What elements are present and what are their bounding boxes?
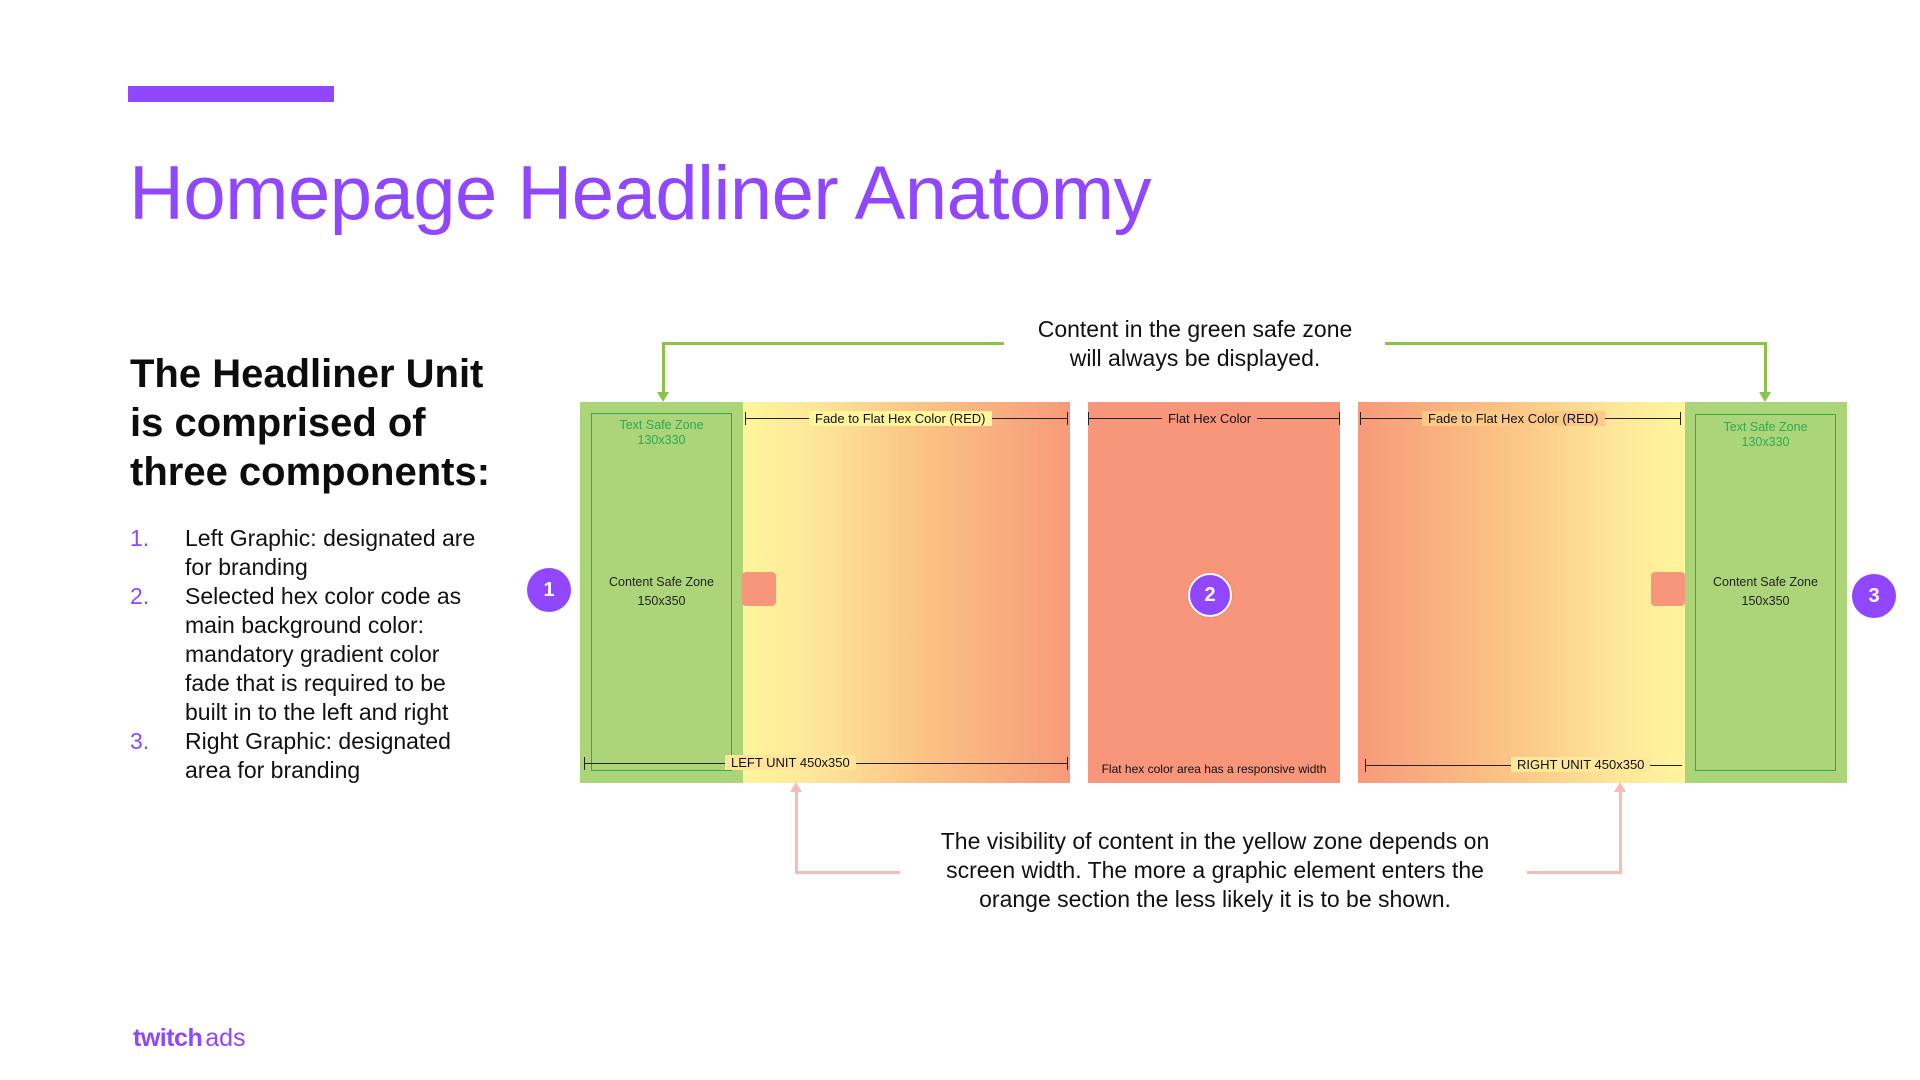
- list-number: 1.: [130, 525, 150, 551]
- logo-suffix: ads: [205, 1024, 246, 1052]
- center-flat-label: Flat Hex Color: [1162, 411, 1258, 426]
- right-gradient-zone: [1358, 402, 1685, 783]
- left-text-safe-zone-label: Text Safe Zone 130x330: [591, 418, 732, 448]
- content-safe-zone-size: 150x350: [1741, 594, 1790, 608]
- green-connector-left-horizontal: [662, 342, 1004, 345]
- list-text-line: main background color:: [185, 612, 425, 638]
- list-text-line: fade that is required to be: [185, 670, 446, 696]
- bottom-callout-line: screen width. The more a graphic element…: [946, 857, 1484, 883]
- left-gradient-zone: [743, 402, 1070, 783]
- intro-heading-line: is comprised of: [130, 401, 426, 445]
- list-text-line: area for branding: [185, 757, 361, 783]
- list-item: 2. Selected hex color code as main backg…: [130, 582, 510, 727]
- pink-connector-right-horizontal: [1527, 871, 1622, 874]
- right-graphic-marker: [1651, 572, 1685, 606]
- left-unit-label: LEFT UNIT 450x350: [725, 755, 856, 770]
- list-number: 2.: [130, 583, 150, 609]
- list-text-line: built in to the left and right: [185, 699, 449, 725]
- center-note: Flat hex color area has a responsive wid…: [1101, 762, 1327, 776]
- top-callout-line: will always be displayed.: [1069, 345, 1321, 371]
- bottom-callout-line: The visibility of content in the yellow …: [940, 828, 1490, 854]
- content-safe-zone-title: Content Safe Zone: [1713, 575, 1818, 589]
- badge-3: 3: [1852, 574, 1896, 618]
- left-text-safe-box: [591, 413, 732, 771]
- text-safe-zone-size: 130x330: [637, 433, 686, 447]
- bottom-callout: The visibility of content in the yellow …: [905, 827, 1525, 914]
- page-title: Homepage Headliner Anatomy: [129, 151, 1152, 236]
- left-content-safe-zone-label: Content Safe Zone 150x350: [591, 573, 732, 611]
- list-text-line: Left Graphic: designated are: [185, 525, 476, 551]
- left-graphic-marker: [742, 572, 776, 606]
- pink-connector-left-vertical: [795, 790, 798, 874]
- list-text-line: mandatory gradient color: [185, 641, 440, 667]
- dimension-tick: [1339, 412, 1340, 425]
- list-text-line: Right Graphic: designated: [185, 728, 451, 754]
- right-text-safe-box: [1695, 414, 1836, 771]
- text-safe-zone-size: 130x330: [1741, 435, 1790, 449]
- pink-connector-left-horizontal: [795, 871, 900, 874]
- list-item: 3. Right Graphic: designated area for br…: [130, 727, 510, 785]
- right-text-safe-zone-label: Text Safe Zone 130x330: [1695, 420, 1836, 450]
- right-fade-label: Fade to Flat Hex Color (RED): [1422, 411, 1605, 426]
- green-arrow-right: [1759, 392, 1771, 402]
- right-content-safe-zone-label: Content Safe Zone 150x350: [1695, 573, 1836, 611]
- content-safe-zone-title: Content Safe Zone: [609, 575, 714, 589]
- top-callout-line: Content in the green safe zone: [1037, 316, 1353, 342]
- green-arrow-left: [657, 392, 669, 402]
- pink-arrow-right: [1614, 782, 1626, 792]
- badge-1: 1: [527, 568, 571, 612]
- green-connector-right-horizontal: [1385, 342, 1767, 345]
- list-item: 1. Left Graphic: designated are for bran…: [130, 524, 510, 582]
- list-text-line: for branding: [185, 554, 308, 580]
- green-connector-left-vertical: [662, 342, 665, 394]
- dimension-tick: [1680, 412, 1681, 425]
- intro-heading: The Headliner Unit is comprised of three…: [130, 350, 530, 497]
- components-list: 1. Left Graphic: designated are for bran…: [130, 524, 510, 785]
- list-number: 3.: [130, 728, 150, 754]
- pink-arrow-left: [790, 782, 802, 792]
- intro-heading-line: The Headliner Unit: [130, 352, 484, 396]
- right-unit-label: RIGHT UNIT 450x350: [1511, 757, 1651, 772]
- dimension-tick: [1067, 412, 1068, 425]
- badge-2: 2: [1188, 573, 1232, 617]
- text-safe-zone-title: Text Safe Zone: [619, 418, 704, 432]
- right-green-zone: [1685, 402, 1847, 783]
- bottom-callout-line: orange section the less likely it is to …: [979, 886, 1451, 912]
- intro-heading-line: three components:: [130, 450, 491, 494]
- left-green-zone: [580, 402, 743, 783]
- content-safe-zone-size: 150x350: [637, 594, 686, 608]
- accent-bar: [128, 86, 334, 102]
- text-safe-zone-title: Text Safe Zone: [1723, 420, 1808, 434]
- logo-brand: twitch: [133, 1024, 203, 1052]
- top-callout: Content in the green safe zone will alwa…: [1000, 315, 1390, 373]
- left-fade-label: Fade to Flat Hex Color (RED): [809, 411, 992, 426]
- green-connector-right-vertical: [1764, 342, 1767, 394]
- list-text-line: Selected hex color code as: [185, 583, 462, 609]
- pink-connector-right-vertical: [1619, 790, 1622, 874]
- dimension-tick: [1067, 757, 1068, 770]
